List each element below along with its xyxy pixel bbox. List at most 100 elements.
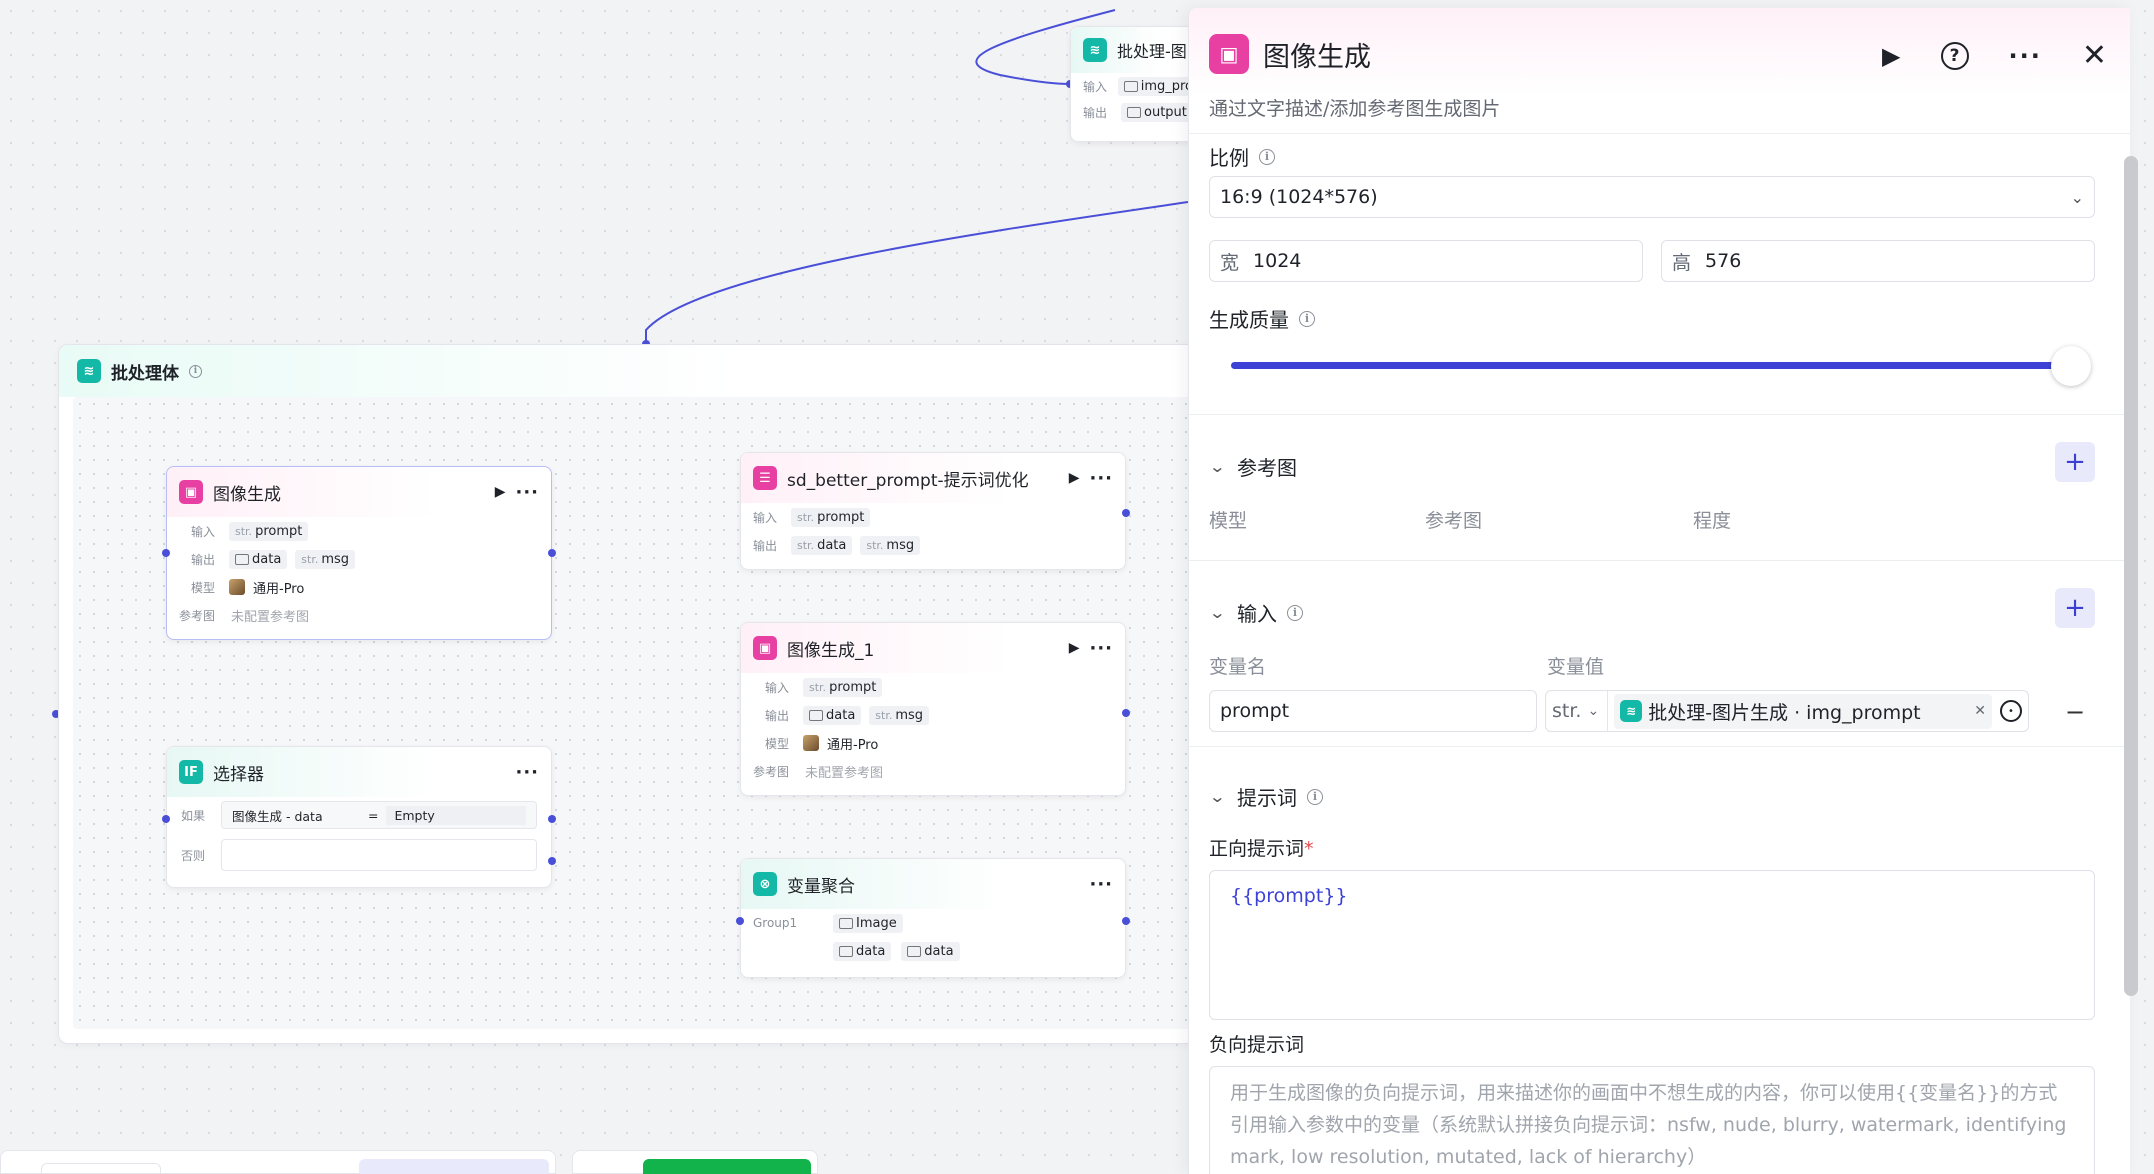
- else-box[interactable]: [221, 839, 537, 871]
- input-tag: str.prompt: [791, 507, 871, 527]
- variable-value-field[interactable]: str.⌄ ≋ 批处理-图片生成 · img_prompt ✕ •: [1545, 690, 2029, 732]
- variable-picker-icon[interactable]: •: [2000, 700, 2022, 722]
- run-button[interactable]: [643, 1159, 811, 1174]
- output-tag: str.msg: [860, 535, 921, 555]
- chevron-down-icon[interactable]: ⌄: [1208, 787, 1227, 806]
- width-input[interactable]: 宽 1024: [1209, 240, 1643, 282]
- more-icon[interactable]: ···: [515, 761, 539, 783]
- chevron-down-icon: ⌄: [2070, 187, 2084, 207]
- ratio-select[interactable]: 16:9 (1024*576) ⌄: [1209, 176, 2095, 218]
- positive-prompt-textarea[interactable]: {{prompt}}: [1209, 870, 2095, 1020]
- info-icon[interactable]: i: [1287, 604, 1303, 621]
- node-title: 图像生成_1: [787, 640, 875, 661]
- node-image-gen[interactable]: ▣ 图像生成 ▶ ··· 输入 str.prompt 输出 data str.m…: [162, 466, 556, 640]
- output-tag: str.msg: [295, 549, 356, 569]
- quality-slider-handle[interactable]: [2051, 346, 2091, 386]
- node-title: sd_better_prompt-提示词优化: [787, 470, 1029, 491]
- info-icon[interactable]: i: [189, 364, 202, 378]
- image-icon: ▣: [1209, 34, 1249, 74]
- variable-reference-tag[interactable]: ≋ 批处理-图片生成 · img_prompt ✕: [1614, 693, 1992, 729]
- merge-icon: ⊗: [753, 872, 777, 896]
- quality-slider-fill: [1231, 362, 2071, 369]
- ref-col-image: 参考图: [1425, 510, 1483, 532]
- input-tag: img_pro: [1117, 76, 1199, 96]
- aggregate-tag: data: [901, 941, 960, 961]
- required-mark: *: [1304, 838, 1314, 860]
- node-config-panel[interactable]: ▣ 图像生成 ▶ ? ··· ✕ 通过文字描述/添加参考图生成图片 比例 i 1…: [1188, 8, 2130, 1174]
- negative-prompt-label: 负向提示词: [1209, 1034, 1305, 1056]
- image-icon: ▣: [753, 636, 777, 660]
- panel-header: ▣ 图像生成 ▶ ? ··· ✕ 通过文字描述/添加参考图生成图片: [1189, 8, 2130, 134]
- output-tag: data: [803, 705, 862, 725]
- if-icon: IF: [179, 760, 203, 784]
- add-input-button[interactable]: +: [2055, 588, 2095, 628]
- info-icon[interactable]: i: [1259, 148, 1275, 165]
- more-icon[interactable]: ···: [515, 481, 539, 503]
- run-icon[interactable]: ▶: [1882, 41, 1901, 70]
- output-tag: output: [1121, 102, 1193, 122]
- ratio-label: 比例: [1209, 146, 1249, 170]
- layers-icon: ≋: [77, 359, 101, 383]
- panel-scrollbar[interactable]: [2124, 156, 2138, 996]
- batch-node-top[interactable]: ≋ 批处理-图 输入 img_pro 输出 output: [1070, 26, 1200, 142]
- aggregate-tag: Image: [833, 913, 903, 933]
- panel-description: 通过文字描述/添加参考图生成图片: [1209, 98, 1501, 120]
- bottom-toolbar-left[interactable]: [0, 1150, 556, 1174]
- output-tag: data: [229, 549, 288, 569]
- close-icon[interactable]: ✕: [2081, 38, 2107, 73]
- input-col-name: 变量名: [1209, 656, 1267, 678]
- ref-col-model: 模型: [1209, 510, 1248, 532]
- node-title: 批处理-图: [1117, 42, 1187, 61]
- run-icon[interactable]: ▶: [1068, 640, 1080, 656]
- more-icon[interactable]: ···: [1089, 637, 1113, 659]
- bottom-toolbar-right[interactable]: [572, 1150, 818, 1174]
- chevron-down-icon: ⌄: [1587, 703, 1600, 719]
- clear-icon[interactable]: ✕: [1974, 703, 1986, 719]
- chevron-down-icon[interactable]: ⌄: [1208, 457, 1227, 476]
- model-avatar: [803, 735, 819, 751]
- more-icon[interactable]: ···: [1089, 873, 1113, 895]
- more-icon[interactable]: ···: [2008, 41, 2042, 70]
- node-selector[interactable]: IF 选择器 ··· 如果 图像生成 - data = Empty 否则: [162, 746, 556, 888]
- negative-prompt-textarea[interactable]: 用于生成图像的负向提示词，用来描述你的画面中不想生成的内容，你可以使用{{变量名…: [1209, 1066, 2095, 1174]
- node-variable-aggregate[interactable]: ⊗ 变量聚合 ··· Group1 Image data data: [736, 858, 1130, 978]
- add-reference-button[interactable]: +: [2055, 442, 2095, 482]
- list-icon: ☰: [753, 466, 777, 490]
- run-icon[interactable]: ▶: [1068, 470, 1080, 486]
- input-tag: str.prompt: [229, 521, 309, 541]
- image-icon: ▣: [179, 480, 203, 504]
- node-title: 图像生成: [213, 484, 281, 505]
- output-tag: str.msg: [869, 705, 930, 725]
- output-tag: str.data: [791, 535, 853, 555]
- remove-input-button[interactable]: −: [2065, 698, 2086, 726]
- variable-name-input[interactable]: prompt: [1209, 690, 1537, 732]
- node-title: 变量聚合: [787, 876, 855, 897]
- model-avatar: [229, 579, 245, 595]
- layers-icon: ≋: [1620, 700, 1643, 722]
- ref-section-title: 参考图: [1237, 456, 1297, 480]
- chevron-down-icon[interactable]: ⌄: [1208, 603, 1227, 622]
- input-col-value: 变量值: [1547, 656, 1605, 678]
- node-image-gen-1[interactable]: ▣ 图像生成_1 ▶ ··· 输入 str.prompt 输出 data str…: [740, 622, 1130, 796]
- layers-icon: ≋: [1083, 38, 1107, 62]
- positive-prompt-label: 正向提示词: [1209, 838, 1305, 860]
- info-icon[interactable]: i: [1307, 788, 1323, 805]
- height-input[interactable]: 高 576: [1661, 240, 2095, 282]
- wire-to-group: [645, 201, 1189, 344]
- node-title: 选择器: [213, 764, 264, 785]
- more-icon[interactable]: ···: [1089, 467, 1113, 489]
- info-icon[interactable]: i: [1299, 310, 1315, 327]
- group-title: 批处理体: [111, 363, 179, 384]
- input-tag: str.prompt: [803, 677, 883, 697]
- type-select[interactable]: str.⌄: [1552, 691, 1609, 731]
- input-section-title: 输入: [1237, 602, 1277, 626]
- condition-box[interactable]: 图像生成 - data = Empty: [221, 801, 537, 829]
- run-icon[interactable]: ▶: [494, 484, 506, 500]
- group-header: ≋ 批处理体 i: [59, 345, 1197, 397]
- aggregate-tag: data: [833, 941, 892, 961]
- help-icon[interactable]: ?: [1940, 41, 1969, 70]
- quality-label: 生成质量: [1209, 308, 1289, 332]
- node-sd-better-prompt[interactable]: ☰ sd_better_prompt-提示词优化 ▶ ··· 输入 str.pr…: [740, 452, 1130, 570]
- prompt-section-title: 提示词: [1237, 786, 1297, 810]
- ref-col-degree: 程度: [1693, 510, 1732, 532]
